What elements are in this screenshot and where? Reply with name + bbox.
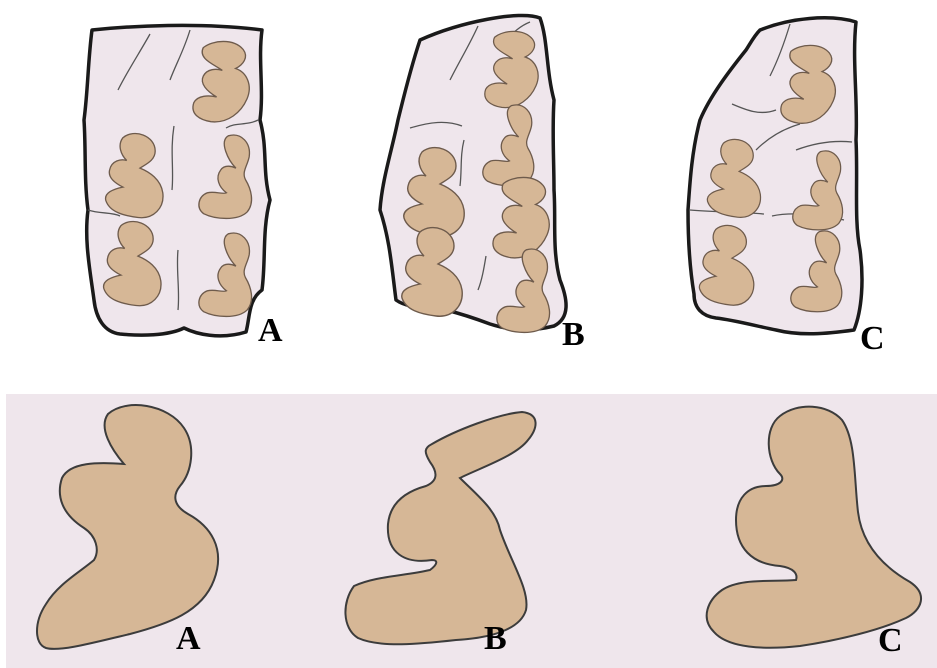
fragment-a xyxy=(84,25,270,335)
top-label-a: A xyxy=(258,314,283,348)
bottom-label-c: C xyxy=(878,624,903,658)
enlarged-shape-c xyxy=(707,407,921,648)
enlarged-shape-a xyxy=(37,405,218,649)
bottom-label-b: B xyxy=(484,622,507,656)
enlarged-shape-b xyxy=(345,412,535,644)
fragment-c xyxy=(688,18,862,334)
bottom-label-a: A xyxy=(176,622,201,656)
top-label-b: B xyxy=(562,318,585,352)
top-label-c: C xyxy=(860,322,885,356)
fragment-b xyxy=(380,15,566,332)
